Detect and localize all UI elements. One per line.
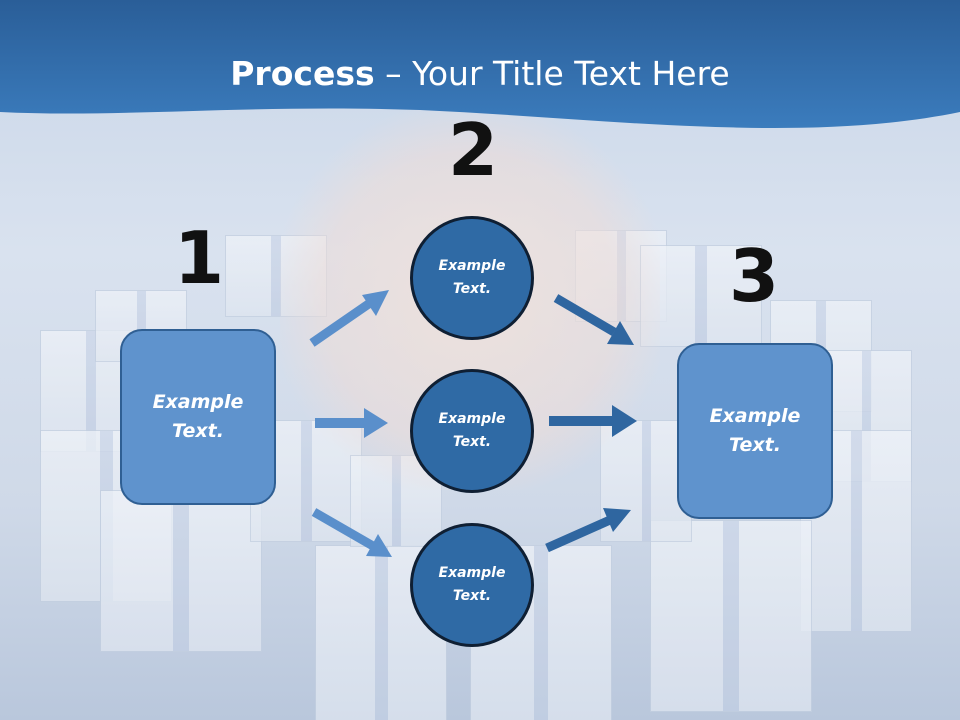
arrow-up-right-left <box>309 290 389 347</box>
arrow-right-left <box>315 408 388 438</box>
step-number-2: 2 <box>447 108 499 192</box>
title-rest: – Your Title Text Here <box>374 54 730 93</box>
title-banner <box>0 0 960 128</box>
process-circle-middle: Example Text. <box>410 369 534 493</box>
step-number-1: 1 <box>173 216 225 300</box>
step-1-box: Example Text. <box>120 329 276 505</box>
circle-middle-text: Example Text. <box>438 411 506 450</box>
arrow-right-right <box>549 405 637 437</box>
title-bold: Process <box>230 54 375 93</box>
arrow-down-right-left <box>311 508 392 557</box>
step-number-3: 3 <box>728 234 780 318</box>
step-3-box: Example Text. <box>677 343 833 519</box>
step-3-text: Example Text. <box>709 405 801 456</box>
process-circle-bottom: Example Text. <box>410 523 534 647</box>
slide-title: Process – Your Title Text Here <box>0 52 960 96</box>
process-circle-top: Example Text. <box>410 216 534 340</box>
arrow-down-right-right <box>553 294 634 345</box>
arrow-up-right-right <box>545 508 631 553</box>
step-1-text: Example Text. <box>152 391 244 442</box>
circle-top-text: Example Text. <box>438 258 506 297</box>
circle-bottom-text: Example Text. <box>438 565 506 604</box>
